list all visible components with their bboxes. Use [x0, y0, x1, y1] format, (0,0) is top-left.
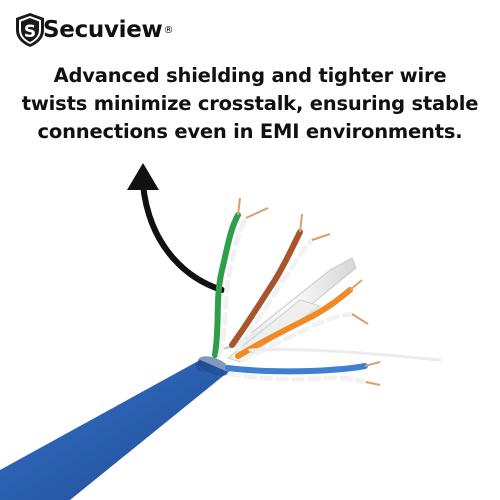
shield-letter: S [24, 22, 36, 42]
ripcord-thread [248, 348, 442, 362]
blue-wire-pair [225, 361, 381, 386]
feature-headline: Advanced shielding and tighter wire twis… [0, 62, 500, 146]
green-wire-pair [212, 197, 269, 358]
brand-logo: S Secuview ® [14, 10, 174, 50]
brown-wire-pair [229, 213, 331, 351]
headline-line-2: twists minimize crosstalk, ensuring stab… [21, 92, 479, 115]
curved-arrow-icon [127, 163, 225, 293]
cable-jacket [0, 356, 231, 500]
headline-line-3: connections even in EMI environments. [37, 120, 463, 143]
registered-mark: ® [163, 24, 174, 36]
brand-name: Secuview [43, 16, 163, 43]
headline-line-1: Advanced shielding and tighter wire [53, 64, 447, 87]
shield-icon: S [16, 13, 44, 47]
